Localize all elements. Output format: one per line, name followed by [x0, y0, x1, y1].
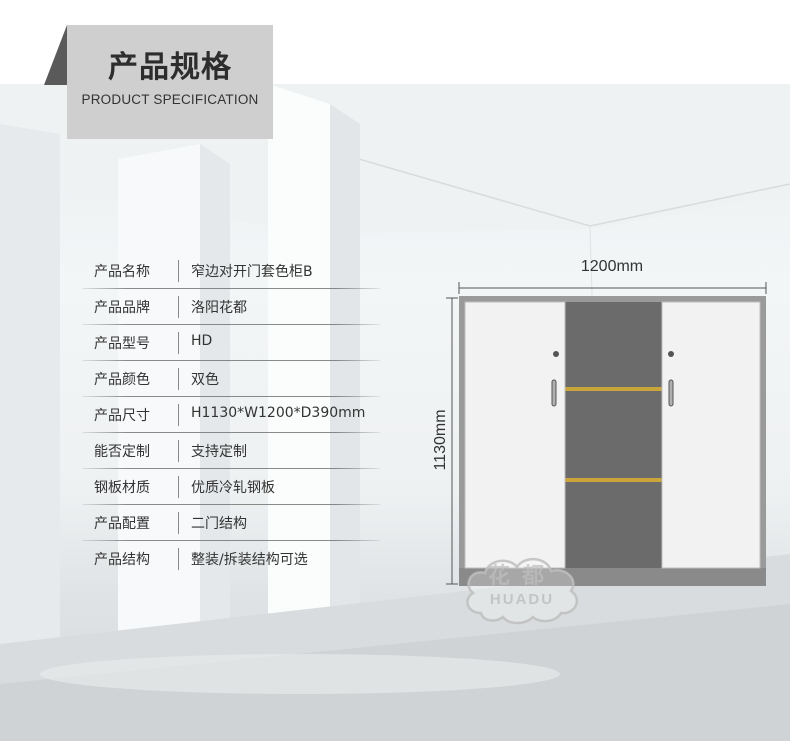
spec-label: 钢板材质 — [94, 480, 150, 496]
cabinet-interior — [565, 302, 662, 568]
left-door-lock-icon — [553, 351, 559, 357]
row-underline — [82, 432, 380, 433]
row-underline — [82, 360, 380, 361]
spec-row: 产品配置 二门结构 — [82, 505, 380, 541]
room-background — [0, 84, 790, 741]
spec-row: 产品型号 HD — [82, 325, 380, 361]
spec-value: 洛阳花都 — [191, 300, 247, 316]
page-subtitle: PRODUCT SPECIFICATION — [81, 92, 259, 107]
header-accent-shape — [44, 25, 67, 85]
spec-divider — [178, 368, 179, 390]
right-door-handle — [668, 379, 674, 407]
left-door — [464, 301, 566, 569]
left-door-handle — [551, 379, 557, 407]
spec-divider — [178, 440, 179, 462]
spec-divider — [178, 404, 179, 426]
spec-row: 能否定制 支持定制 — [82, 433, 380, 469]
spec-label: 产品型号 — [94, 336, 150, 352]
cabinet-base — [459, 568, 766, 586]
spec-divider — [178, 260, 179, 282]
room-background-shapes — [0, 84, 790, 741]
spec-value: 优质冷轧钢板 — [191, 480, 275, 496]
spec-divider — [178, 332, 179, 354]
spec-value: 二门结构 — [191, 516, 247, 532]
spec-divider — [178, 512, 179, 534]
spec-divider — [178, 548, 179, 570]
row-underline — [82, 468, 380, 469]
spec-label: 能否定制 — [94, 444, 150, 460]
spec-row: 产品名称 窄边对开门套色柜B — [82, 253, 380, 289]
right-door-lock-icon — [668, 351, 674, 357]
page-title: 产品规格 — [108, 50, 232, 85]
spec-divider — [178, 476, 179, 498]
spec-row: 产品结构 整装/拆装结构可选 — [82, 541, 380, 577]
spec-divider — [178, 296, 179, 318]
row-underline — [82, 288, 380, 289]
spec-row: 产品尺寸 H1130*W1200*D390mm — [82, 397, 380, 433]
spec-value: H1130*W1200*D390mm — [191, 405, 366, 421]
huadu-logo: 花都 HUADU — [461, 553, 583, 625]
spec-row: 钢板材质 优质冷轧钢板 — [82, 469, 380, 505]
width-dimension-line — [458, 282, 767, 294]
row-underline — [82, 504, 380, 505]
spec-row: 产品颜色 双色 — [82, 361, 380, 397]
spec-table: 产品名称 窄边对开门套色柜B 产品品牌 洛阳花都 产品型号 HD 产品颜色 双色… — [82, 253, 380, 577]
logo-cloud-outline — [466, 558, 579, 625]
spec-label: 产品结构 — [94, 552, 150, 568]
row-underline — [82, 324, 380, 325]
spec-value: 支持定制 — [191, 444, 247, 460]
cabinet-shelf-lower — [565, 478, 662, 482]
spec-value: 双色 — [191, 372, 219, 388]
row-underline — [82, 396, 380, 397]
height-dimension-line — [446, 297, 458, 585]
width-dimension-label: 1200mm — [580, 258, 644, 275]
logo-english-text: HUADU — [489, 591, 555, 608]
cabinet-illustration — [446, 282, 767, 586]
spec-label: 产品配置 — [94, 516, 150, 532]
right-door — [661, 301, 761, 569]
header-box — [67, 25, 273, 139]
cabinet-shelf-upper — [565, 387, 662, 391]
logo-chinese-text: 花都 — [487, 564, 556, 589]
spec-label: 产品颜色 — [94, 372, 150, 388]
spec-label: 产品尺寸 — [94, 408, 150, 424]
spec-value: 整装/拆装结构可选 — [191, 552, 308, 568]
spec-value: 窄边对开门套色柜B — [191, 264, 313, 280]
spec-row: 产品品牌 洛阳花都 — [82, 289, 380, 325]
spec-label: 产品名称 — [94, 264, 150, 280]
spec-label: 产品品牌 — [94, 300, 150, 316]
row-underline — [82, 540, 380, 541]
spec-value: HD — [191, 333, 213, 349]
